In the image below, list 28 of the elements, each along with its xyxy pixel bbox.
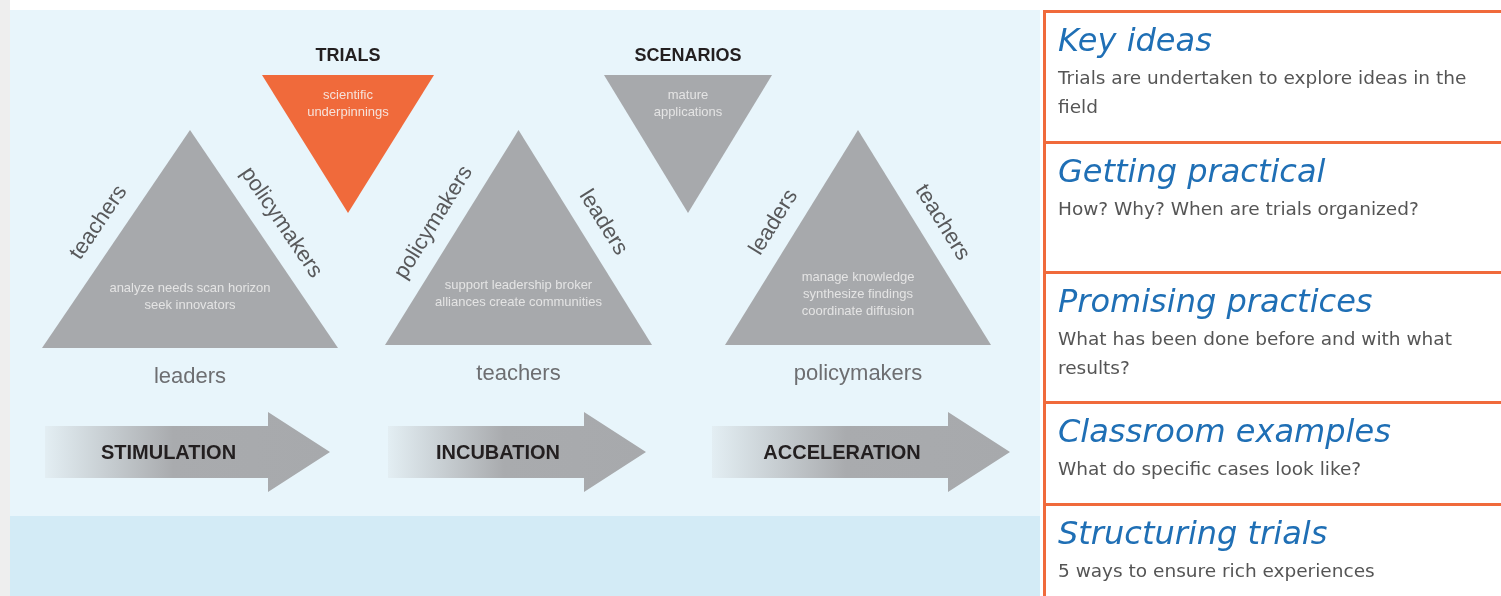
menu-description: Trials are undertaken to explore ideas in the field <box>1058 66 1468 119</box>
menu-description: 5 ways to ensure rich experiences <box>1058 559 1376 583</box>
menu-description: How? Why? When are trials organized? <box>1058 197 1420 221</box>
menu-description: What do specific cases look like? <box>1058 457 1363 481</box>
menu-card <box>1043 503 1501 596</box>
triangle-text: mature applications <box>652 86 724 120</box>
role-text: manage knowledge synthesize findings coordinate diffusion <box>800 267 916 319</box>
menu-card <box>1043 141 1501 273</box>
role-text: support leadership broker alliances create communities <box>435 277 603 311</box>
stage-label: ACCELERATION <box>763 440 921 464</box>
heading: SCENARIOS <box>634 44 742 66</box>
menu-title: Getting practical <box>1058 152 1326 190</box>
stage-label: STIMULATION <box>100 440 237 464</box>
triangle-text: scientific underpinnings <box>306 86 390 120</box>
menu-title: Classroom examples <box>1058 412 1391 450</box>
menu-description: What has been done before and with what results? <box>1058 327 1453 380</box>
menu-title: Promising practices <box>1058 282 1373 320</box>
menu-card <box>1043 271 1501 403</box>
stage-label: INCUBATION <box>435 440 561 464</box>
role-text: analyze needs scan horizon seek innovators <box>108 278 272 313</box>
menu-card <box>1043 401 1501 505</box>
base-label: teachers <box>476 360 561 386</box>
menu-title: Structuring trials <box>1058 514 1328 552</box>
menu-title: Key ideas <box>1058 21 1212 59</box>
menu-card <box>1043 10 1501 143</box>
base-label: policymakers <box>793 360 923 386</box>
heading: TRIALS <box>315 44 381 66</box>
base-label: leaders <box>153 363 227 389</box>
